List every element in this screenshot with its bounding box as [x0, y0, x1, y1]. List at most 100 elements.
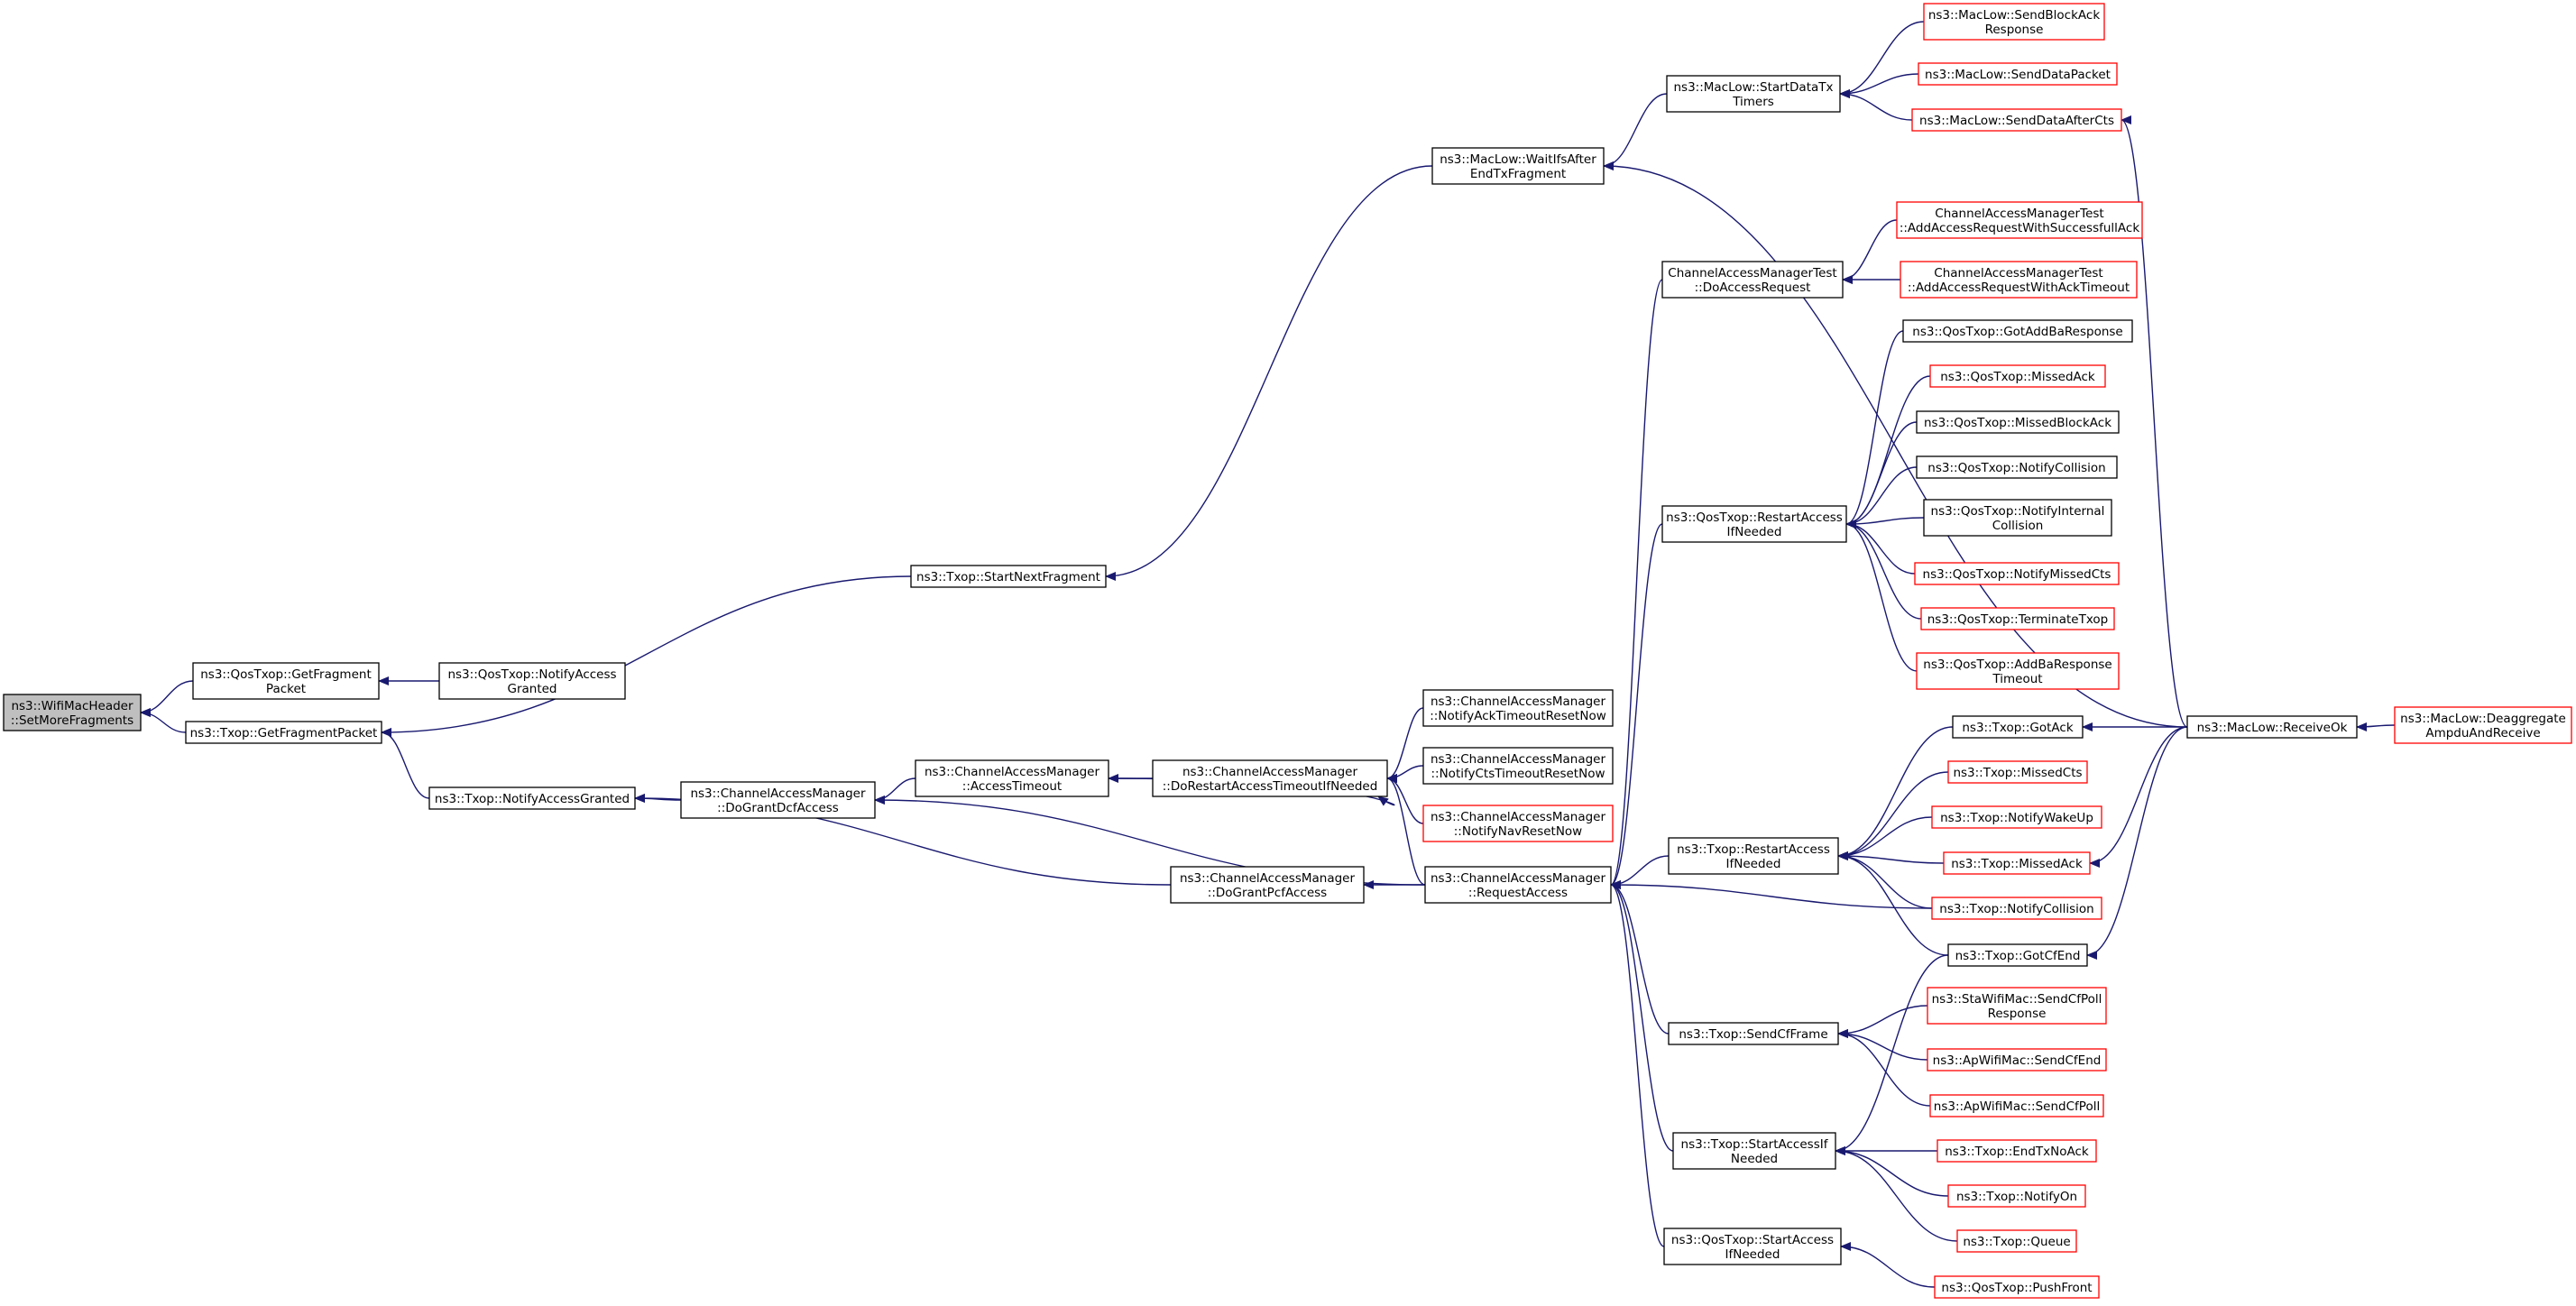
node-n4[interactable]: ns3::Txop::StartNextFragment [910, 565, 1107, 588]
node-n41[interactable]: ns3::Txop::NotifyCollision [1931, 897, 2102, 920]
node-label: ns3::Txop::GotAck [1962, 721, 2073, 735]
node-n12[interactable]: ns3::ChannelAccessManager::DoRestartAcce… [1152, 759, 1388, 797]
node-n32[interactable]: ns3::QosTxop::NotifyCollision [1916, 455, 2118, 479]
node-box [1672, 1132, 1836, 1170]
edge-n37-to-n19 [1837, 726, 1954, 860]
node-n14[interactable]: ns3::ChannelAccessManager::NotifyAckTime… [1422, 689, 1614, 727]
node-box [1896, 201, 2143, 239]
edge-n41-to-n13 [1610, 880, 1933, 909]
node-label: ::AccessTimeout [962, 779, 1062, 794]
node-box [1152, 759, 1388, 797]
node-n13[interactable]: ns3::ChannelAccessManager::RequestAccess [1424, 866, 1612, 904]
edge-n27-to-n17 [1842, 219, 1898, 284]
node-n37[interactable]: ns3::Txop::GotAck [1952, 715, 2084, 739]
node-box [192, 662, 380, 700]
edge-n17-to-n13 [1610, 279, 1663, 889]
node-n20[interactable]: ns3::Txop::SendCfFrame [1668, 1022, 1839, 1045]
node-n1[interactable]: ns3::QosTxop::GetFragmentPacket [192, 662, 380, 700]
node-n34[interactable]: ns3::QosTxop::NotifyMissedCts [1914, 562, 2120, 585]
edge-n26-to-n10 [2356, 722, 2396, 731]
edge-n45-to-n20 [1837, 1029, 1931, 1107]
edge-n16-to-n12 [1386, 774, 1424, 824]
node-n31[interactable]: ns3::QosTxop::MissedBlockAck [1916, 410, 2120, 434]
node-label: ::DoAccessRequest [1695, 281, 1811, 295]
node-n47[interactable]: ns3::Txop::NotifyOn [1947, 1184, 2086, 1208]
node-box [428, 786, 636, 810]
node-label: ns3::QosTxop::TerminateTxop [1927, 612, 2109, 627]
node-box [910, 565, 1107, 588]
node-n44[interactable]: ns3::ApWifiMac::SendCfEnd [1927, 1048, 2107, 1071]
node-n16[interactable]: ns3::ChannelAccessManager::NotifyNavRese… [1422, 805, 1614, 842]
edge-n25-to-n9 [1839, 89, 1913, 121]
node-n24[interactable]: ns3::MacLow::SendDataPacket [1918, 62, 2118, 86]
node-n25[interactable]: ns3::MacLow::SendDataAfterCts [1911, 108, 2122, 132]
node-n35[interactable]: ns3::QosTxop::TerminateTxop [1920, 607, 2115, 630]
node-n5[interactable]: ns3::Txop::NotifyAccessGranted [428, 786, 636, 810]
node-n27[interactable]: ChannelAccessManagerTest::AddAccessReque… [1896, 201, 2143, 239]
node-n2[interactable]: ns3::QosTxop::NotifyAccessGranted [438, 662, 626, 700]
node-label: ::AddAccessRequestWithSuccessfullAck [1900, 221, 2140, 235]
node-n8[interactable]: ns3::ChannelAccessManager::DoGrantPcfAcc… [1170, 866, 1365, 904]
node-n7[interactable]: ns3::ChannelAccessManager::DoGrantDcfAcc… [680, 781, 876, 819]
node-label: Timers [1732, 95, 1774, 109]
node-n49[interactable]: ns3::QosTxop::PushFront [1934, 1275, 2100, 1299]
node-n45[interactable]: ns3::ApWifiMac::SendCfPoll [1929, 1094, 2104, 1117]
node-n48[interactable]: ns3::Txop::Queue [1956, 1229, 2077, 1253]
edge-n47-to-n21 [1835, 1146, 1949, 1197]
node-box [1947, 1184, 2086, 1208]
edge-n10-to-n42 [2086, 726, 2188, 960]
node-n39[interactable]: ns3::Txop::NotifyWakeUp [1931, 805, 2102, 829]
node-n46[interactable]: ns3::Txop::EndTxNoAck [1937, 1139, 2097, 1163]
node-box [1431, 147, 1605, 185]
node-n40[interactable]: ns3::Txop::MissedAck [1943, 851, 2091, 875]
node-n28[interactable]: ChannelAccessManagerTest::AddAccessReque… [1900, 261, 2138, 299]
node-box [1927, 1048, 2107, 1071]
edge-n10-to-n6 [1603, 161, 2188, 728]
edge-n22-to-n13 [1610, 880, 1665, 1247]
node-label: ns3::QosTxop::AddBaResponse [1923, 658, 2111, 672]
node-label: ns3::ChannelAccessManager [690, 786, 866, 801]
node-n3[interactable]: ns3::Txop::GetFragmentPacket [185, 721, 382, 744]
node-n17[interactable]: ChannelAccessManagerTest::DoAccessReques… [1661, 261, 1844, 299]
node-n42[interactable]: ns3::Txop::GotCfEnd [1947, 943, 2088, 967]
node-label: ns3::Txop::SendCfFrame [1679, 1027, 1827, 1042]
node-n15[interactable]: ns3::ChannelAccessManager::NotifyCtsTime… [1422, 747, 1614, 785]
node-label: ns3::QosTxop::NotifyMissedCts [1923, 567, 2111, 582]
node-label: IfNeeded [1727, 525, 1782, 539]
node-box [1931, 897, 2102, 920]
node-n10[interactable]: ns3::MacLow::ReceiveOk [2186, 715, 2358, 739]
edge-n13-to-n12 [1386, 774, 1426, 886]
node-label: ns3::Txop::MissedCts [1953, 766, 2082, 780]
node-box [1661, 261, 1844, 299]
node-label: ns3::MacLow::SendDataAfterCts [1919, 114, 2114, 128]
node-n0[interactable]: ns3::WifiMacHeader::SetMoreFragments [3, 694, 142, 731]
node-label: ns3::Txop::NotifyOn [1956, 1190, 2077, 1204]
node-box [1929, 364, 2106, 388]
node-label: ns3::ChannelAccessManager [925, 765, 1100, 779]
edge-n34-to-n18 [1845, 520, 1916, 575]
node-n30[interactable]: ns3::QosTxop::MissedAck [1929, 364, 2106, 388]
node-box [680, 781, 876, 819]
node-box [1937, 1139, 2097, 1163]
node-box [1927, 987, 2107, 1025]
node-n11[interactable]: ns3::ChannelAccessManager::AccessTimeout [915, 759, 1109, 797]
node-box [1923, 499, 2112, 537]
edge-n35-to-n18 [1845, 520, 1922, 620]
node-box [1902, 319, 2133, 343]
node-n29[interactable]: ns3::QosTxop::GotAddBaResponse [1902, 319, 2133, 343]
node-box [2186, 715, 2358, 739]
node-n38[interactable]: ns3::Txop::MissedCts [1947, 760, 2088, 784]
node-label: ns3::MacLow::ReceiveOk [2197, 721, 2348, 735]
node-label: ::DoGrantPcfAccess [1208, 886, 1327, 900]
